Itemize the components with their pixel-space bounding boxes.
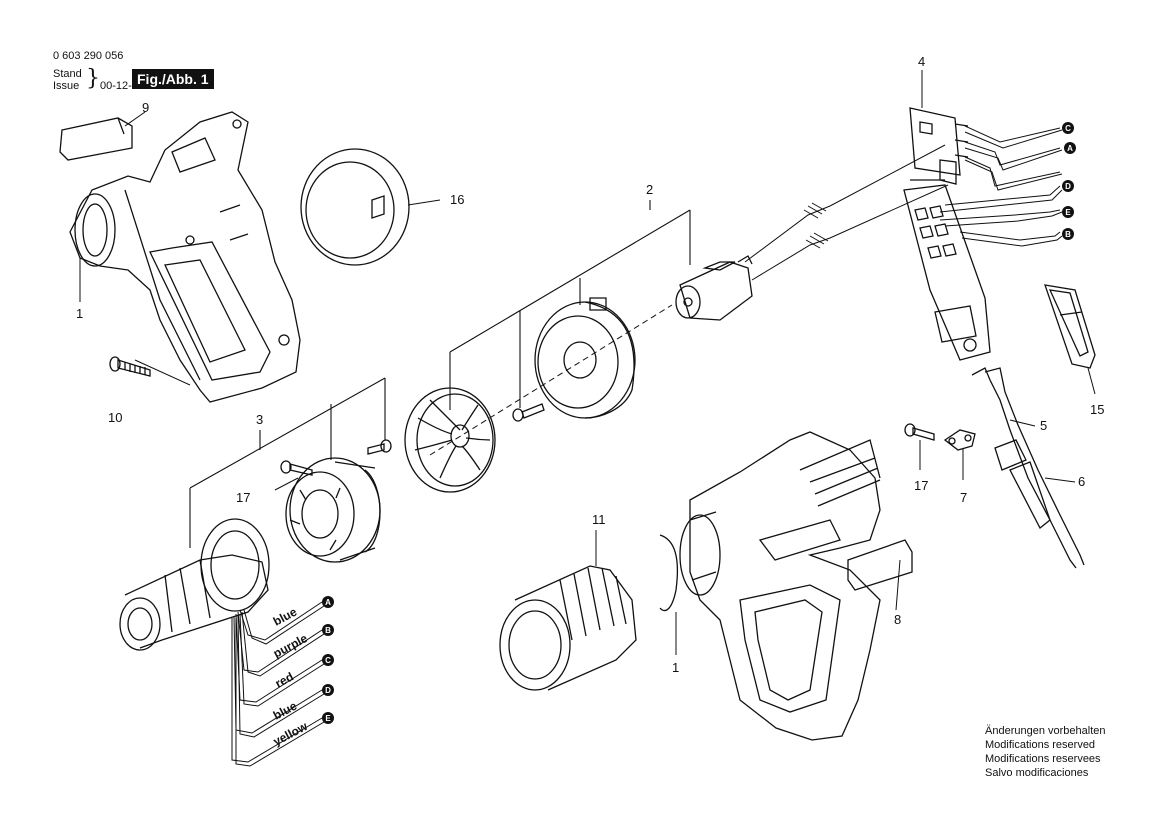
leader-lines (79, 70, 1096, 655)
power-cord-5-6 (971, 367, 1085, 569)
badge-letter: A (1067, 144, 1073, 153)
nozzle-assembly (119, 518, 270, 651)
wire-color-label: red (273, 670, 296, 691)
callout-number: 3 (256, 412, 263, 427)
bracket-2 (449, 200, 691, 410)
callout-number: 10 (108, 410, 122, 425)
note-line: Salvo modificaciones (985, 767, 1089, 779)
label-sticker-8 (847, 539, 913, 591)
wire-harness (231, 601, 325, 767)
issue-label: Issue (53, 80, 80, 92)
terminal-wires (939, 125, 1063, 247)
switch-4 (903, 107, 991, 361)
stand-label: Stand (53, 68, 82, 80)
motor-bracket (534, 297, 636, 419)
terminal-badge: C (1062, 122, 1074, 134)
screw-10 (109, 356, 151, 377)
terminal-badge: D (1062, 180, 1074, 192)
callout-number: 1 (672, 660, 679, 675)
callout-number: 8 (894, 612, 901, 627)
badge-letter: B (325, 626, 331, 635)
wire-color-label: blue (271, 699, 300, 723)
wire-badge: B (322, 624, 334, 636)
badge-letter: D (325, 686, 331, 695)
screw-17-left (280, 460, 313, 476)
housing-half-right (659, 431, 881, 741)
note-line: Modifications reservees (985, 753, 1101, 765)
label-sticker-9 (59, 117, 133, 161)
badge-circle (1062, 180, 1074, 192)
callout-number: 4 (918, 54, 925, 69)
badge-circle (1062, 228, 1074, 240)
badge-circle (322, 712, 334, 724)
notes-block: Änderungen vorbehalten Modifications res… (985, 724, 1105, 780)
wire-badge: C (322, 654, 334, 666)
housing-half-left (69, 111, 301, 403)
fan-housing-3 (285, 457, 381, 563)
callout-number: 1 (76, 306, 83, 321)
callout-number: 17 (914, 478, 928, 493)
brace-glyph: } (86, 66, 100, 91)
callout-number: 2 (646, 182, 653, 197)
callout-number: 15 (1090, 402, 1104, 417)
note-line: Modifications reserved (985, 739, 1096, 751)
motor-leads (744, 144, 949, 281)
badge-circle (322, 654, 334, 666)
cover-15 (1044, 284, 1096, 369)
badge-letter: A (325, 598, 331, 607)
badge-circle (1062, 122, 1074, 134)
wire-badge: D (322, 684, 334, 696)
note-line: Änderungen vorbehalten (985, 725, 1106, 737)
shaft-axis (429, 304, 673, 456)
bracket-3 (189, 377, 386, 548)
badge-letter: C (325, 656, 331, 665)
badge-letter: B (1065, 230, 1071, 239)
figure-label: Fig./Abb. 1 (132, 69, 214, 89)
terminal-badge: A (1064, 142, 1076, 154)
badge-letter: C (1065, 124, 1071, 133)
terminal-badge: E (1062, 206, 1074, 218)
badge-circle (1062, 206, 1074, 218)
badge-layer: A B C D E C A D E B (322, 122, 1076, 724)
callout-number: 16 (450, 192, 464, 207)
terminal-badge: B (1062, 228, 1074, 240)
wire-badge: A (322, 596, 334, 608)
badge-circle (322, 684, 334, 696)
callout-number: 9 (142, 100, 149, 115)
motor-2 (675, 255, 753, 321)
badge-letter: E (325, 714, 331, 723)
cord-clamp-7 (943, 429, 976, 451)
screw-small-fan (367, 439, 392, 455)
badge-circle (322, 624, 334, 636)
badge-circle (1064, 142, 1076, 154)
callout-number: 7 (960, 490, 967, 505)
callout-number: 11 (592, 512, 606, 527)
ring-16 (300, 148, 410, 266)
screw-17-right (904, 423, 935, 441)
badge-letter: E (1065, 208, 1071, 217)
badge-circle (322, 596, 334, 608)
callout-number: 5 (1040, 418, 1047, 433)
part-number: 0 603 290 056 (53, 50, 124, 62)
screw-bracket (512, 403, 545, 422)
callout-number: 17 (236, 490, 250, 505)
callout-number: 6 (1078, 474, 1085, 489)
badge-letter: D (1065, 182, 1071, 191)
wire-badge: E (322, 712, 334, 724)
nozzle-11 (499, 565, 637, 691)
